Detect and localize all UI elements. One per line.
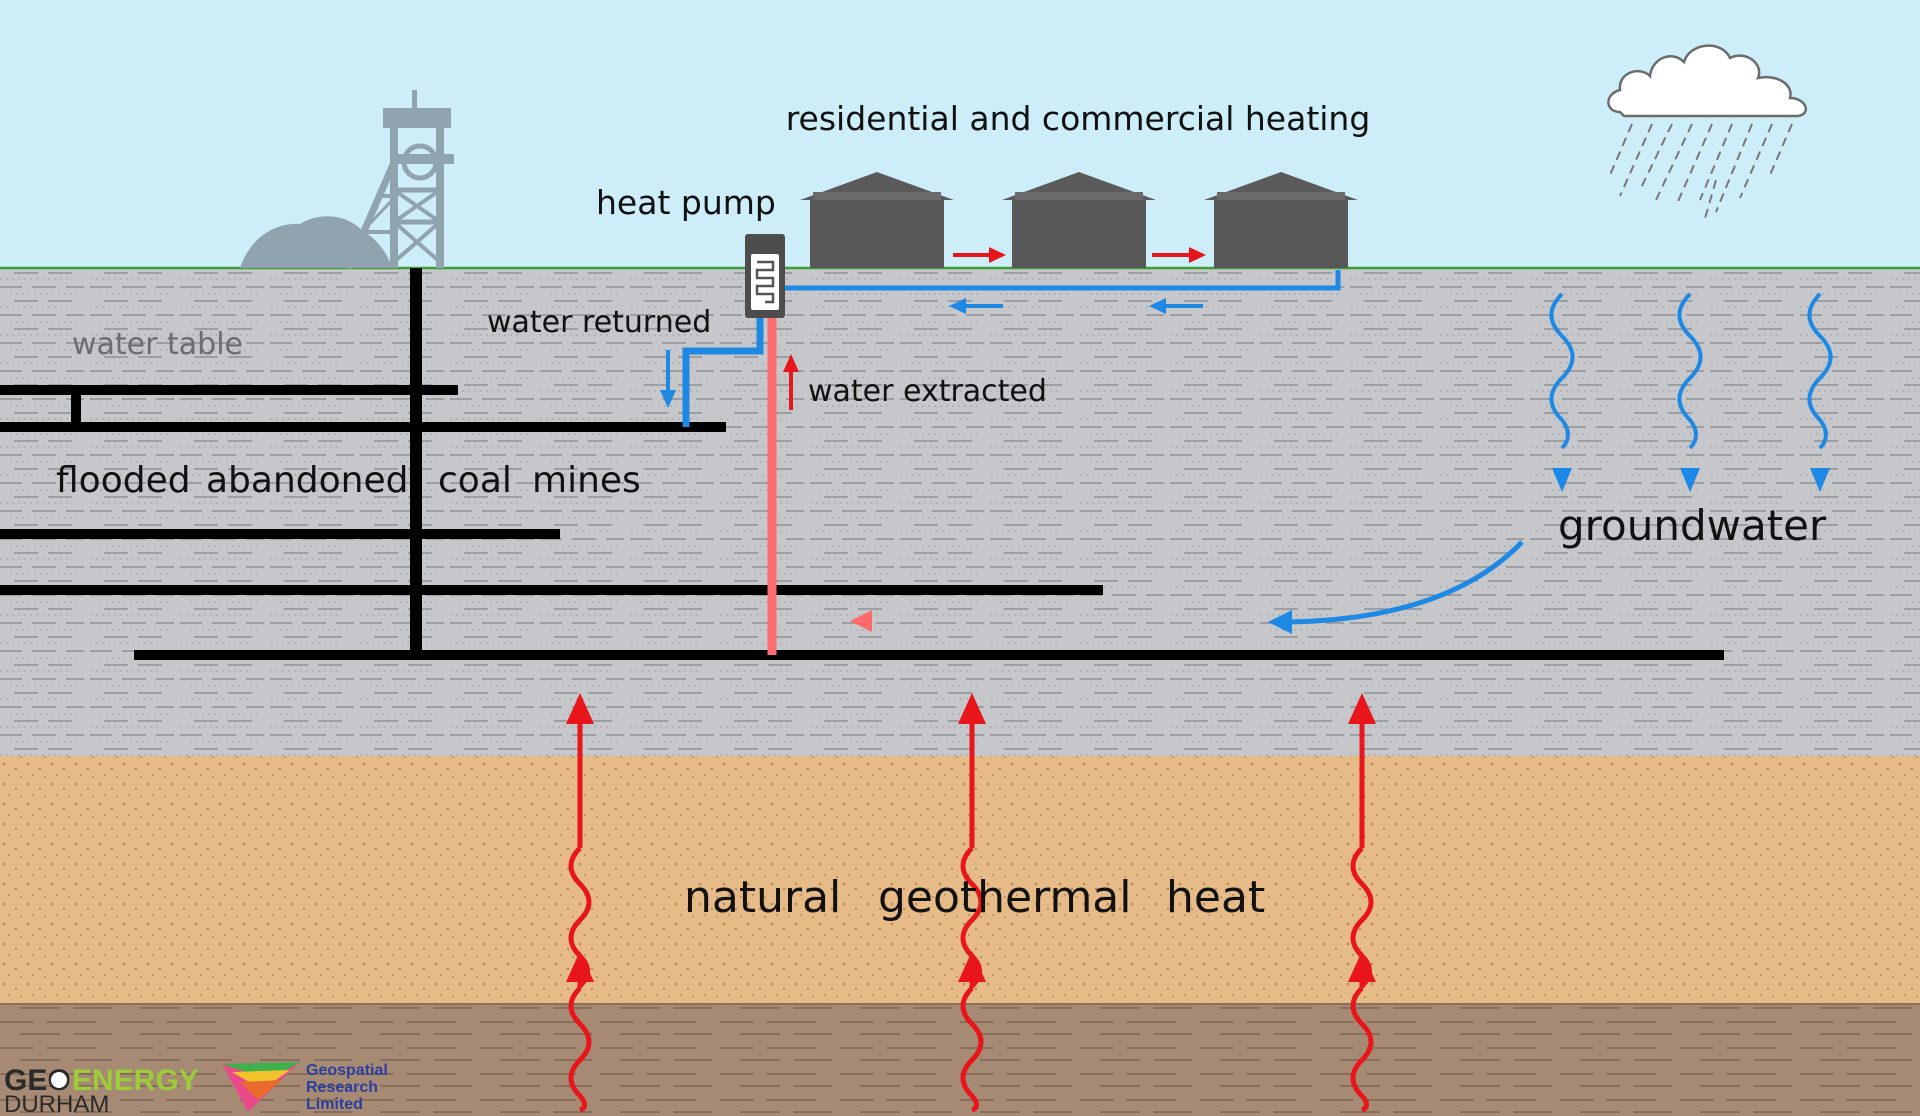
logo-energy-text: ENERGY bbox=[72, 1064, 199, 1097]
residential-heating-label: residential and commercial heating bbox=[786, 99, 1371, 138]
natural-label: natural bbox=[684, 872, 841, 923]
infiltration-arrows bbox=[1549, 292, 1833, 450]
arrow-left-icon bbox=[1149, 298, 1166, 314]
arrow-up-icon bbox=[958, 693, 986, 724]
arrow-right-icon bbox=[989, 247, 1006, 263]
return-pipe bbox=[682, 310, 764, 427]
arrow-right-icon bbox=[1189, 247, 1206, 263]
geospatial-research-logo: Geospatial Research Limited bbox=[222, 1062, 388, 1113]
house-1 bbox=[800, 172, 954, 268]
heat-pump-label: heat pump bbox=[596, 183, 776, 222]
arrow-up-icon bbox=[1348, 951, 1376, 982]
arrow-up-icon bbox=[566, 951, 594, 982]
geothermal-label: geothermal bbox=[878, 872, 1132, 923]
arrow-down-icon bbox=[1810, 468, 1830, 492]
water-returned-label: water returned bbox=[487, 305, 711, 340]
arrow-up-icon bbox=[783, 354, 799, 372]
water-table-label: water table bbox=[72, 327, 243, 362]
flooded-label: flooded bbox=[56, 460, 191, 501]
arrow-left-icon bbox=[1268, 610, 1292, 634]
house-icon bbox=[1214, 198, 1348, 268]
grl-text-3: Limited bbox=[306, 1096, 363, 1113]
grl-text-2: Research bbox=[306, 1079, 378, 1096]
geoenergy-durham-logo: GEO ENERGY DURHAM bbox=[4, 1064, 199, 1116]
mine-workings bbox=[0, 268, 1724, 660]
house-3 bbox=[1204, 172, 1358, 268]
arrow-down-icon bbox=[1552, 468, 1572, 492]
rain-cloud-icon bbox=[1607, 44, 1808, 223]
headframe-icon bbox=[344, 90, 454, 270]
arrow-up-icon bbox=[1348, 693, 1376, 724]
globe-icon bbox=[49, 1070, 69, 1090]
arrow-up-icon bbox=[566, 693, 594, 724]
grl-text-1: Geospatial bbox=[306, 1062, 388, 1079]
logo-durham-text: DURHAM bbox=[4, 1091, 109, 1116]
heat-label: heat bbox=[1166, 872, 1265, 923]
arrow-left-icon bbox=[850, 610, 872, 632]
arrow-down-icon bbox=[660, 390, 676, 408]
arrow-up-icon bbox=[958, 951, 986, 982]
coal-label: coal bbox=[438, 460, 512, 501]
abandoned-label: abandoned bbox=[206, 460, 408, 501]
groundwater-label: groundwater bbox=[1558, 501, 1827, 550]
arrow-left-icon bbox=[949, 298, 966, 314]
mines-label: mines bbox=[532, 460, 641, 501]
water-extracted-label: water extracted bbox=[808, 374, 1047, 409]
heat-exchanger-icon bbox=[745, 234, 785, 318]
arrow-down-icon bbox=[1680, 468, 1700, 492]
cold-return-pipe bbox=[778, 270, 1341, 291]
house-icon bbox=[810, 198, 944, 268]
house-2 bbox=[1002, 172, 1156, 268]
house-icon bbox=[1012, 198, 1146, 268]
groundwater-recharge-flow bbox=[1289, 540, 1524, 625]
